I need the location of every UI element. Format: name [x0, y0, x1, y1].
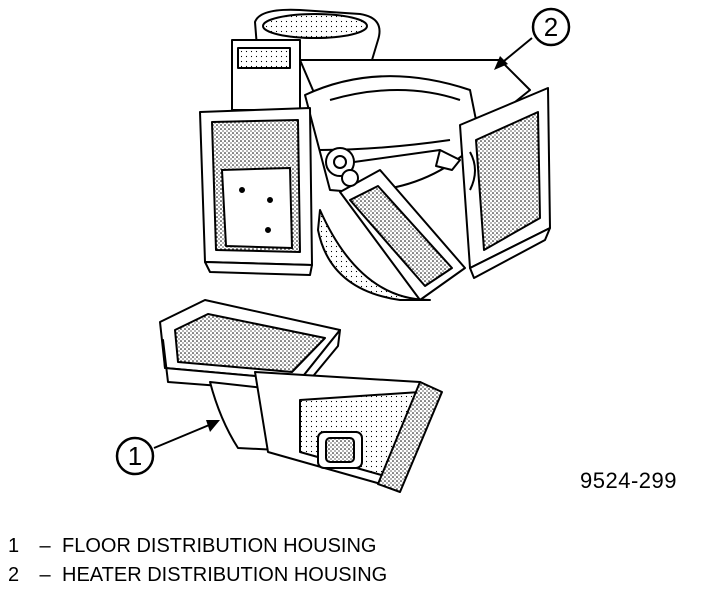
legend-item-number: 1	[8, 535, 20, 557]
figure-code: 9524-299	[580, 468, 677, 493]
callout-1-circle	[115, 436, 155, 476]
heater-distribution-housing	[199, 8, 551, 301]
callout-1-number: 1	[128, 441, 142, 471]
callout-2-circle	[531, 7, 571, 47]
callout-2-number: 2	[544, 12, 558, 42]
legend-item-number: 2	[8, 564, 20, 586]
callout-2-arrowhead	[494, 56, 508, 70]
legend: 1–FLOOR DISTRIBUTION HOUSING 2–HEATER DI…	[8, 532, 387, 590]
legend-item: 1–FLOOR DISTRIBUTION HOUSING	[8, 532, 387, 561]
legend-item-separator: –	[39, 535, 51, 557]
legend-item-label: FLOOR DISTRIBUTION HOUSING	[62, 535, 377, 557]
legend-item-separator: –	[39, 564, 51, 586]
callout-1: 1	[115, 420, 220, 476]
callout-1-arrowhead	[206, 420, 220, 432]
legend-item-label: HEATER DISTRIBUTION HOUSING	[62, 564, 388, 586]
callout-1-leader	[153, 422, 215, 449]
floor-distribution-housing	[159, 299, 443, 493]
callout-2: 2	[494, 7, 571, 70]
legend-item: 2–HEATER DISTRIBUTION HOUSING	[8, 561, 387, 590]
